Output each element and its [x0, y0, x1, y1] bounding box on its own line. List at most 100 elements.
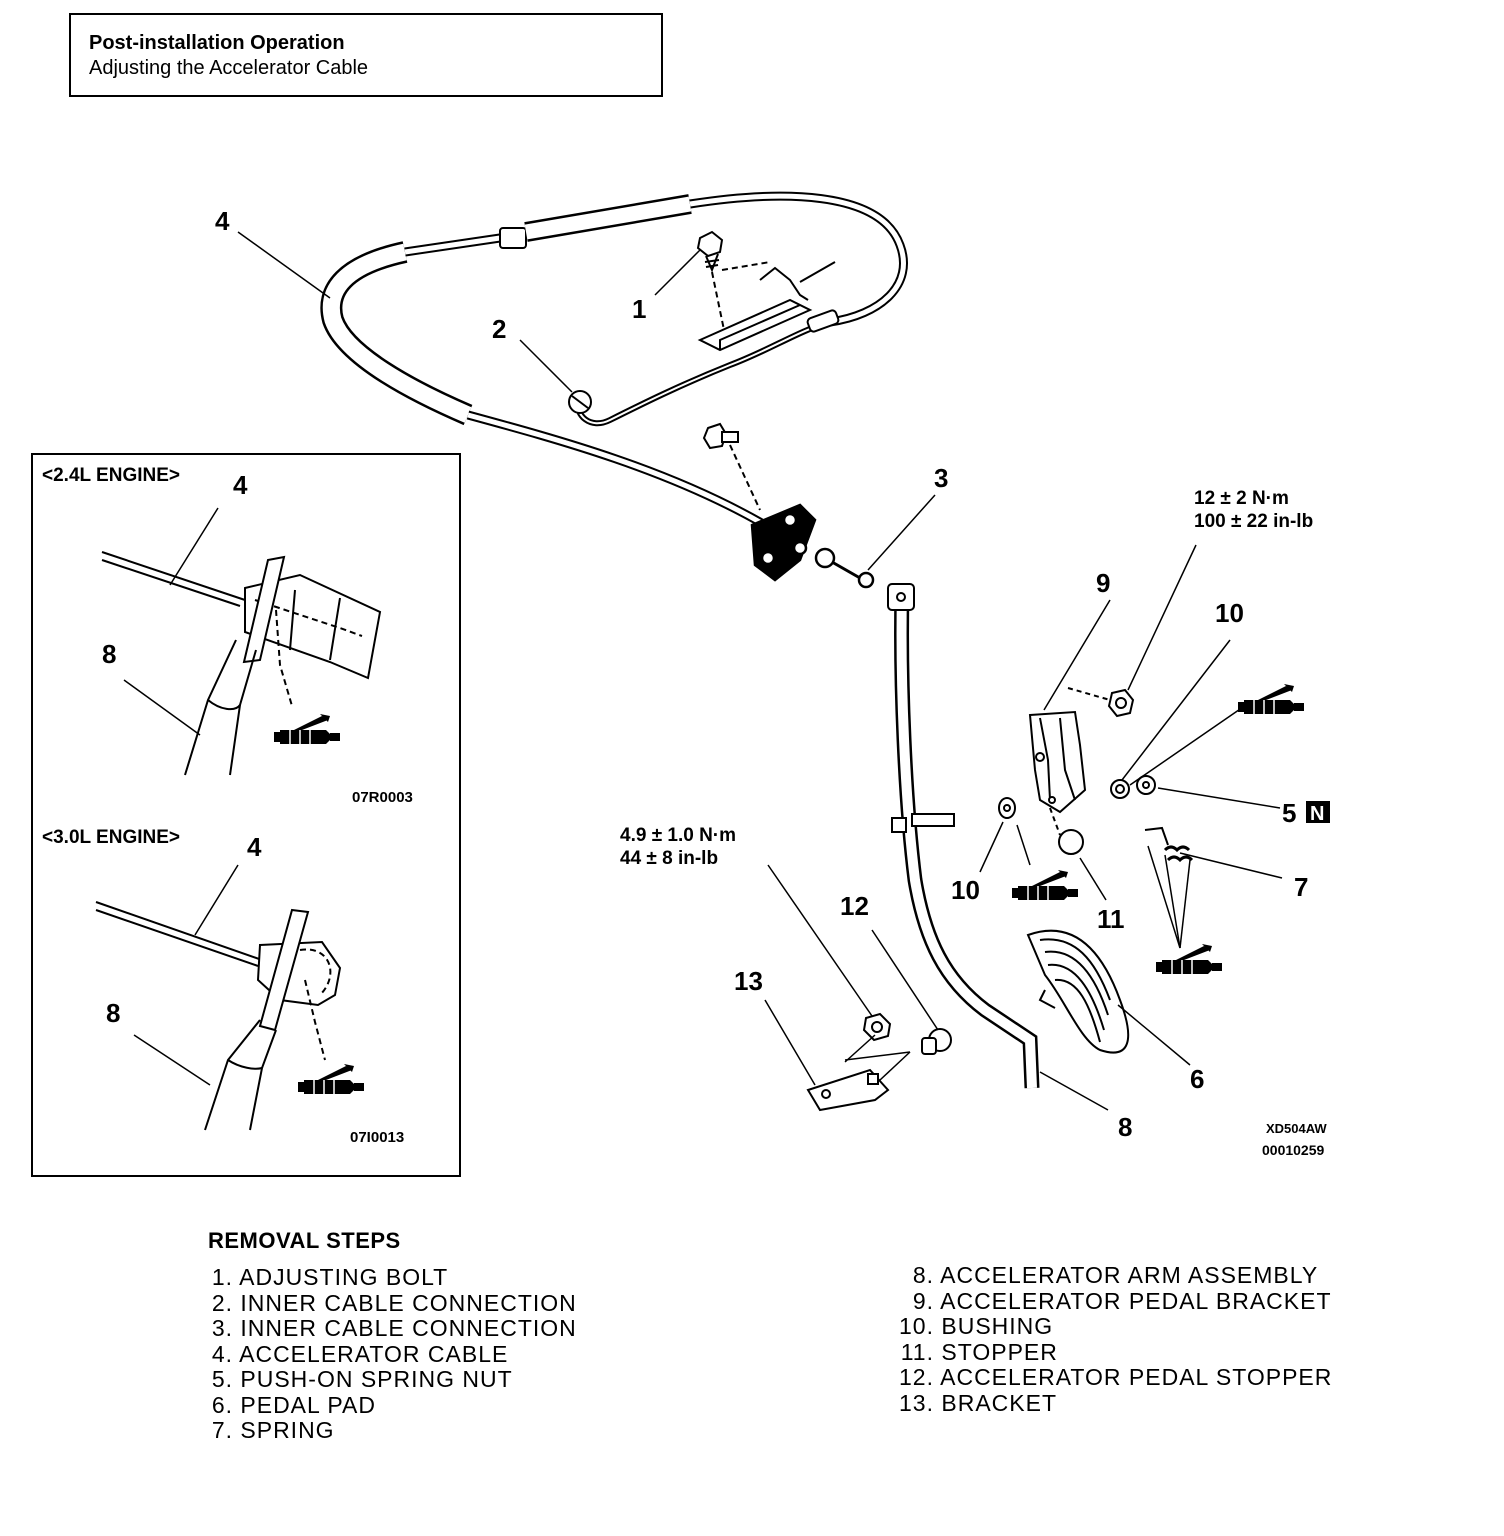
- pedal-pad: [1026, 929, 1130, 1054]
- removal-step-number: 8.: [912, 1262, 934, 1288]
- adjusting-bolt: [696, 230, 840, 352]
- grease-gun-icon: [1237, 683, 1305, 716]
- pedal-bracket: [1028, 687, 1111, 814]
- torque-upper-nm: 12 ± 2 N·m: [1194, 488, 1289, 509]
- figure-number: 00010259: [1262, 1142, 1325, 1158]
- stopper-bracket: [806, 1068, 890, 1112]
- inset-bottom-code: 07I0013: [350, 1129, 404, 1146]
- removal-step-number: 13.: [899, 1389, 934, 1416]
- removal-step-item: 6. PEDAL PAD: [205, 1391, 577, 1419]
- stopper-leader-lines: [844, 1034, 911, 1081]
- inset-top-callout-8: 8: [102, 639, 116, 669]
- push-on-spring-nut: [1136, 775, 1156, 795]
- inset-bottom-callout-8: 8: [106, 998, 120, 1028]
- removal-step-number: 11.: [900, 1338, 934, 1365]
- removal-step-label: STOPPER: [934, 1338, 1058, 1365]
- inset-top-illustration: [101, 507, 382, 776]
- removal-step-label: INNER CABLE CONNECTION: [233, 1315, 577, 1341]
- new-part-badge-label: N: [1310, 803, 1324, 825]
- page-title: Post-installation Operation: [89, 32, 345, 54]
- removal-step-number: 9.: [912, 1287, 934, 1314]
- stopper: [1049, 807, 1084, 855]
- callout-13: 13: [734, 966, 763, 996]
- torque-upper-inlb: 100 ± 22 in-lb: [1194, 511, 1313, 532]
- inset-top-label: <2.4L ENGINE>: [42, 465, 180, 486]
- spring: [1144, 826, 1194, 863]
- grease-gun-icon: [1155, 943, 1223, 976]
- removal-step-label: ACCELERATOR PEDAL STOPPER: [934, 1364, 1333, 1390]
- removal-step-label: SPRING: [233, 1417, 335, 1443]
- callout-12: 12: [840, 891, 869, 921]
- removal-step-item: 12. ACCELERATOR PEDAL STOPPER: [892, 1364, 1333, 1391]
- removal-step-item: 11. STOPPER: [892, 1338, 1332, 1366]
- page-subtitle: Adjusting the Accelerator Cable: [89, 57, 369, 79]
- removal-step-item: 9. ACCELERATOR PEDAL BRACKET: [892, 1287, 1332, 1315]
- removal-step-label: ACCELERATOR PEDAL BRACKET: [934, 1287, 1332, 1314]
- removal-step-item: 8. ACCELERATOR ARM ASSEMBLY: [892, 1262, 1332, 1289]
- callout-8: 8: [1118, 1112, 1132, 1142]
- callout-5: 5: [1282, 798, 1296, 828]
- removal-step-item: 4. ACCELERATOR CABLE: [205, 1340, 577, 1368]
- pedal-stopper: [921, 1028, 952, 1055]
- removal-step-item: 13. BRACKET: [892, 1389, 1332, 1417]
- callout-10-right: 10: [1215, 598, 1244, 628]
- callout-7: 7: [1294, 872, 1308, 902]
- removal-steps-title: REMOVAL STEPS: [208, 1228, 401, 1253]
- removal-step-label: PEDAL PAD: [233, 1391, 376, 1418]
- removal-step-label: ACCELERATOR ARM ASSEMBLY: [934, 1262, 1319, 1288]
- removal-step-number: 10.: [899, 1313, 934, 1339]
- removal-step-number: 7.: [211, 1417, 233, 1443]
- bushing-right: [1110, 779, 1130, 799]
- removal-step-number: 3.: [211, 1315, 233, 1341]
- removal-step-number: 6.: [211, 1391, 233, 1418]
- removal-step-number: 12.: [899, 1364, 934, 1390]
- callout-4: 4: [215, 206, 230, 236]
- leader-lines: [237, 231, 1283, 1111]
- removal-step-number: 4.: [211, 1340, 233, 1367]
- title-box: Post-installation Operation Adjusting th…: [69, 13, 663, 97]
- accelerator-cable: [320, 191, 908, 529]
- cable-bracket: [750, 503, 875, 589]
- inset-top-code: 07R0003: [352, 789, 413, 806]
- inset-bottom-callout-4: 4: [247, 832, 262, 862]
- removal-step-label: PUSH-ON SPRING NUT: [233, 1366, 513, 1392]
- removal-step-number: 2.: [211, 1289, 233, 1316]
- torque-lower-nm: 4.9 ± 1.0 N·m: [620, 825, 736, 846]
- removal-step-label: INNER CABLE CONNECTION: [233, 1289, 577, 1316]
- inset-bottom-label: <3.0L ENGINE>: [42, 827, 180, 848]
- removal-step-item: 3. INNER CABLE CONNECTION: [205, 1315, 577, 1342]
- callout-10-left: 10: [951, 875, 980, 905]
- callout-3: 3: [934, 463, 948, 493]
- callout-11: 11: [1097, 904, 1125, 934]
- removal-step-label: BUSHING: [934, 1313, 1054, 1339]
- removal-step-label: ACCELERATOR CABLE: [233, 1340, 509, 1367]
- inset-top-callout-4: 4: [233, 470, 248, 500]
- callout-9: 9: [1096, 568, 1110, 598]
- callout-2: 2: [492, 314, 506, 344]
- figure-code: XD504AW: [1266, 1121, 1327, 1136]
- removal-step-item: 7. SPRING: [205, 1417, 577, 1444]
- engine-inset-panel: <2.4L ENGINE> 4 8 07R0003 <3.0L ENGINE> …: [31, 453, 461, 1177]
- callout-6: 6: [1190, 1064, 1204, 1094]
- inner-cable-clip: [568, 390, 592, 414]
- bracket-bolt: [702, 422, 761, 511]
- removal-step-item: 2. INNER CABLE CONNECTION: [205, 1289, 577, 1317]
- removal-step-item: 5. PUSH-ON SPRING NUT: [205, 1366, 577, 1393]
- removal-step-item: 10. BUSHING: [892, 1313, 1332, 1340]
- bracket-bolt-lower: [862, 1012, 892, 1042]
- removal-step-item: 1. ADJUSTING BOLT: [205, 1264, 577, 1291]
- accelerator-arm: [887, 583, 1040, 1089]
- grease-gun-icon: [1011, 869, 1079, 902]
- new-part-badge: [1306, 801, 1330, 823]
- removal-step-number: 5.: [211, 1366, 233, 1392]
- bushing-left: [998, 797, 1016, 819]
- removal-step-label: ADJUSTING BOLT: [233, 1264, 449, 1290]
- inset-bottom-illustration: [95, 864, 342, 1131]
- removal-step-label: BRACKET: [934, 1389, 1058, 1416]
- removal-step-number: 1.: [211, 1264, 233, 1290]
- callout-1: 1: [632, 294, 646, 324]
- bracket-nut: [1107, 688, 1135, 718]
